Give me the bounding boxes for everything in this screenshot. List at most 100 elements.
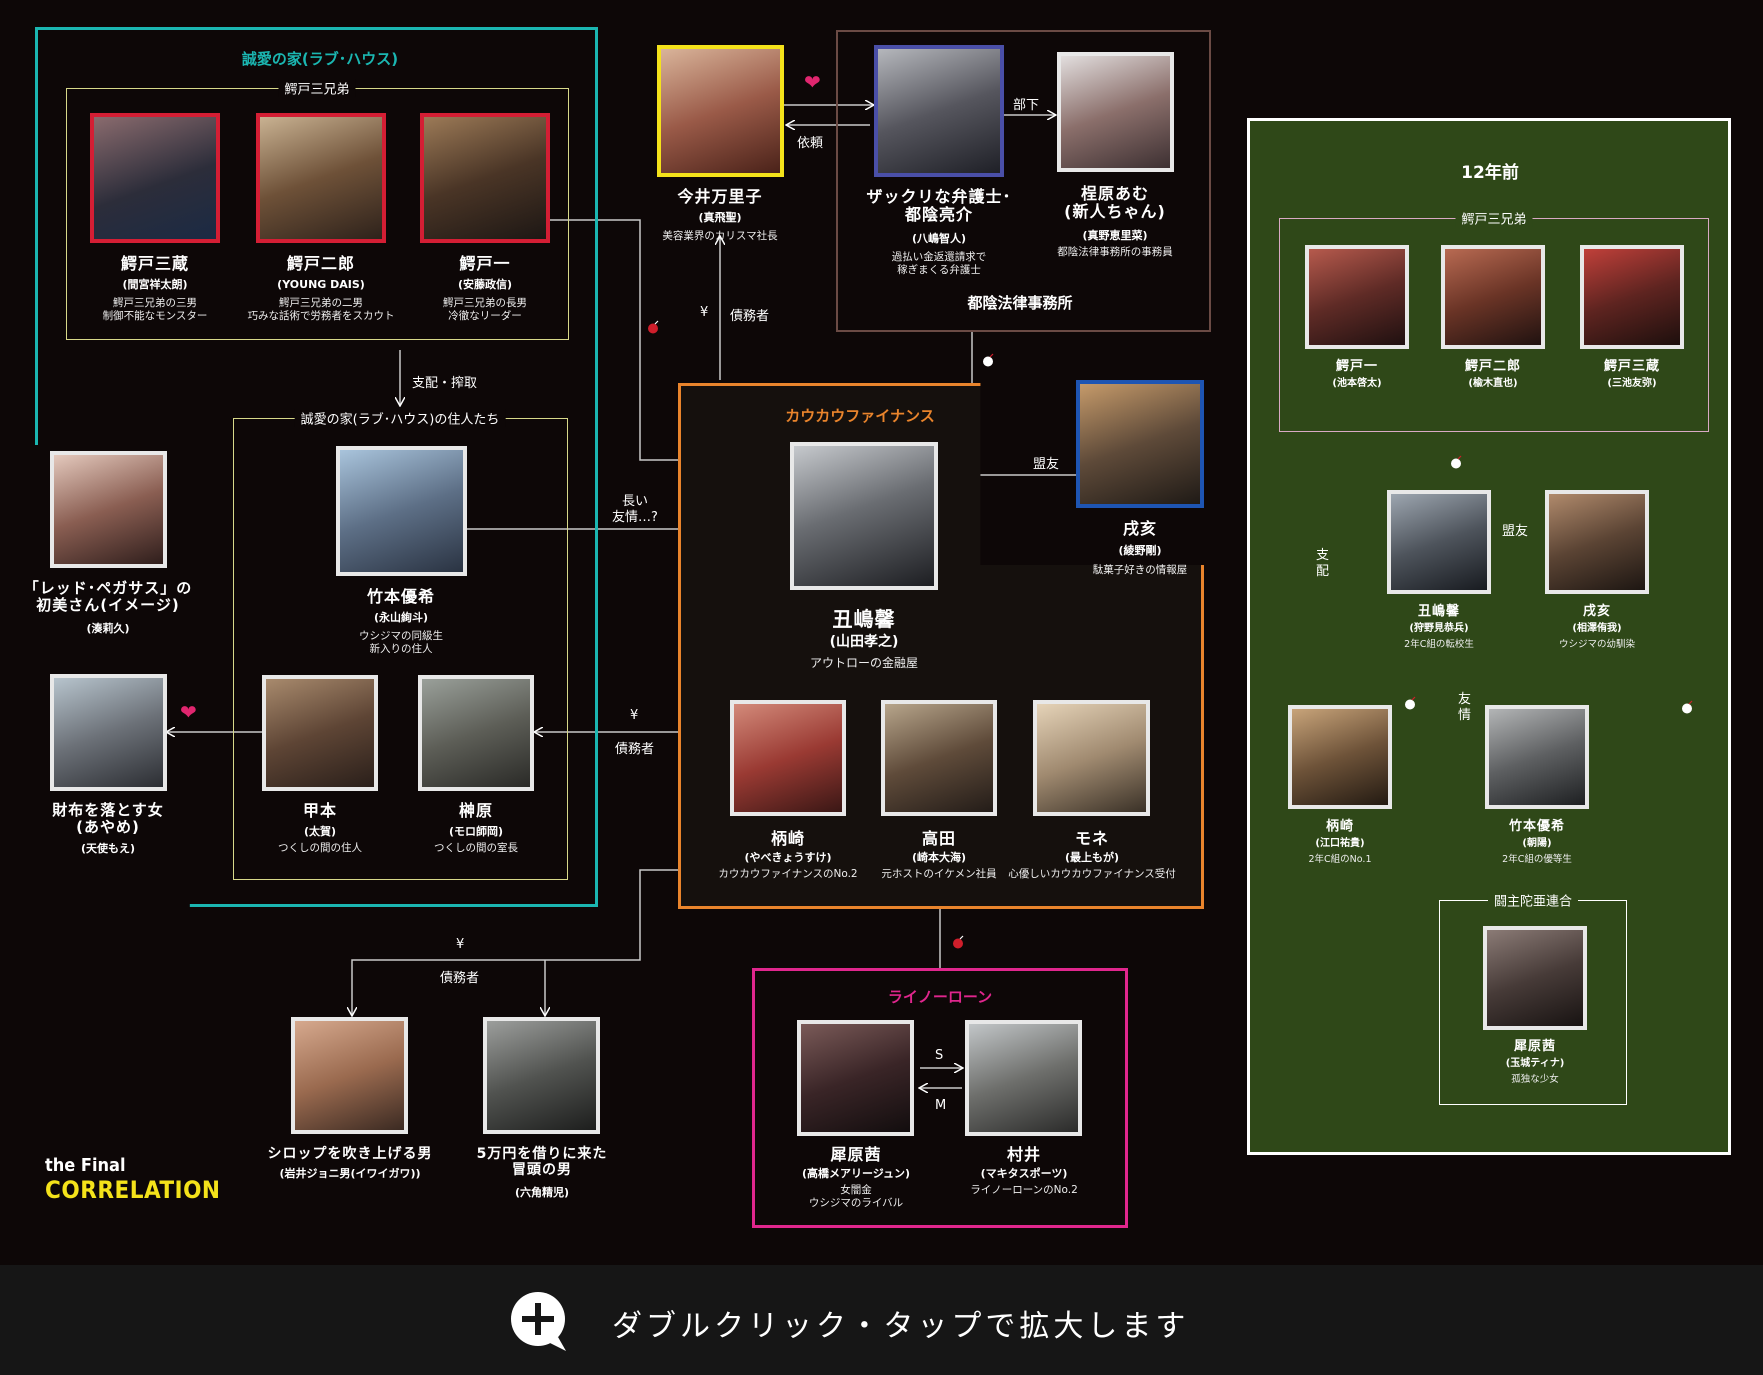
photo-p-takemoto: [1485, 705, 1589, 809]
desc-murai: ライノーローンのNo.2: [970, 1184, 1078, 1196]
photo-saihara: [797, 1020, 914, 1136]
actor-saihara: (高橋メアリージュン): [801, 1167, 911, 1180]
actor-murai: (マキタスポーツ): [980, 1167, 1068, 1180]
photo-takada: [881, 700, 997, 816]
law-firm-box: [836, 30, 1211, 332]
name-jiro: 鰐戸二郎: [286, 254, 356, 273]
name-p-jiro: 鰐戸二郎: [1464, 359, 1522, 374]
label-saimusha-3: 債務者: [440, 971, 480, 986]
logo-line1: the Final: [45, 1155, 126, 1176]
actor-ushijima: (山田孝之): [829, 634, 899, 650]
photo-shinbara: [1057, 52, 1174, 172]
name-koumoto: 甲本: [302, 801, 338, 820]
desc-p-ushijima: 2年C組の転校生: [1404, 639, 1474, 650]
label-irai: 依頼: [797, 136, 824, 151]
label-s: S: [935, 1048, 944, 1063]
desc-koumoto: つくしの間の住人: [278, 842, 362, 854]
actor-tokage: (八嶋智人): [911, 232, 967, 245]
desc-takemoto: ウシジマの同級生 新入りの住人: [359, 630, 443, 656]
label-m: M: [935, 1098, 947, 1113]
name-sanzo: 鰐戸三蔵: [120, 254, 190, 273]
photo-kashiwazaki: [730, 700, 846, 816]
bomb-icon: [983, 353, 994, 367]
name-shinbara: 桯原あむ (新人ちゃん): [1064, 184, 1166, 222]
photo-inui: [1076, 380, 1204, 508]
desc-inui: 駄菓子好きの情報屋: [1092, 564, 1188, 576]
name-saifu: 財布を落とす女 (あやめ): [52, 801, 164, 837]
name-syrup: シロップを吹き上げる男: [267, 1146, 433, 1162]
heart-icon: ❤: [180, 700, 197, 724]
photo-ichi: [420, 113, 550, 243]
photo-p-ichi: [1305, 245, 1409, 349]
actor-imai: (真飛聖): [698, 211, 742, 224]
desc-takada: 元ホストのイケメン社員: [881, 868, 997, 880]
label-nagai-1: 長い: [622, 494, 649, 509]
zoom-hint-bar[interactable]: ダブルクリック・タップで拡大します: [0, 1265, 1763, 1375]
name-tokage: ザックリな弁護士･ 都陰亮介: [866, 187, 1012, 225]
desc-mone: 心優しいカウカウファイナンス受付: [1008, 868, 1176, 880]
photo-p-inui: [1545, 490, 1649, 594]
desc-shinbara: 都陰法律事務所の事務員: [1057, 246, 1173, 258]
photo-imai: [657, 45, 784, 177]
name-saihara: 犀原茜: [830, 1145, 882, 1164]
actor-hatsumi: (湊莉久): [86, 622, 130, 635]
kaukau-title: カウカウファイナンス: [785, 407, 935, 425]
actor-p-kashiwazaki: (江口祐貴): [1315, 838, 1365, 849]
name-inui: 戌亥: [1122, 519, 1158, 538]
name-goman: 5万円を借りに来た 冒頭の男: [476, 1146, 608, 1179]
desc-sakakibara: つくしの間の室長: [434, 842, 518, 854]
desc-kashiwazaki: カウカウファイナンスのNo.2: [718, 868, 858, 880]
desc-p-saihara: 孤独な少女: [1511, 1074, 1559, 1085]
label-buka: 部下: [1013, 98, 1040, 113]
bomb-icon: [953, 935, 964, 949]
label-yujo-past: 友 情: [1458, 692, 1472, 724]
desc-p-kashiwazaki: 2年C組のNo.1: [1308, 854, 1372, 865]
photo-koumoto: [262, 675, 378, 791]
heart-icon: ❤: [804, 70, 821, 94]
label-shihai-past: 支 配: [1316, 548, 1330, 580]
photo-sakakibara: [418, 675, 534, 791]
past-brothers-title: 鰐戸三兄弟: [1455, 208, 1533, 228]
label-saimusha-2: 債務者: [615, 742, 655, 757]
rhino-title: ライノーローン: [887, 988, 993, 1006]
gang-title: 闘主陀亜連合: [1487, 890, 1579, 910]
actor-sanzo: (間宮祥太朗): [122, 278, 188, 291]
name-mone: モネ: [1074, 829, 1110, 848]
name-p-ichi: 鰐戸一: [1335, 359, 1379, 374]
actor-inui: (綾野剛): [1118, 544, 1162, 557]
photo-sanzo: [90, 113, 220, 243]
photo-tokage: [874, 45, 1004, 177]
actor-shinbara: (真野恵里菜): [1082, 229, 1148, 242]
law-firm-title: 都陰法律事務所: [967, 294, 1073, 312]
actor-syrup: (岩井ジョニ男(イワイガワ)): [279, 1167, 421, 1180]
actor-koumoto: (太賀): [303, 825, 337, 838]
actor-p-sanzo: (三池友弥): [1607, 378, 1657, 389]
zoom-plus-icon[interactable]: [498, 1289, 584, 1353]
name-ichi: 鰐戸一: [459, 254, 511, 273]
label-nagai-2: 友情…?: [612, 510, 658, 525]
actor-p-ichi: (池本啓太): [1332, 378, 1382, 389]
label-yen-3: ¥: [456, 937, 465, 952]
actor-p-takemoto: (朝陽): [1522, 838, 1552, 849]
bomb-icon: [1405, 696, 1416, 710]
bomb-icon: [1451, 455, 1462, 469]
photo-mone: [1033, 700, 1150, 816]
name-takemoto: 竹本優希: [366, 587, 436, 606]
photo-saifu: [50, 674, 167, 791]
photo-takemoto: [336, 446, 467, 576]
logo-line2: CORRELATION: [45, 1176, 221, 1204]
label-meiyu-past: 盟友: [1502, 524, 1529, 539]
label-meiyu: 盟友: [1033, 457, 1060, 472]
zoom-hint-text: ダブルクリック・タップで拡大します: [612, 1309, 1190, 1344]
name-kashiwazaki: 柄崎: [770, 829, 806, 848]
photo-jiro: [256, 113, 386, 243]
photo-p-saihara: [1483, 926, 1587, 1030]
photo-p-jiro: [1441, 245, 1545, 349]
photo-p-sanzo: [1580, 245, 1684, 349]
name-imai: 今井万里子: [677, 187, 763, 206]
actor-takemoto: (永山絢斗): [373, 611, 429, 624]
name-p-takemoto: 竹本優希: [1508, 819, 1566, 834]
name-sakakibara: 榊原: [458, 801, 494, 820]
logo: the Final CORRELATION: [45, 1155, 221, 1204]
actor-goman: (六角精児): [514, 1186, 570, 1199]
